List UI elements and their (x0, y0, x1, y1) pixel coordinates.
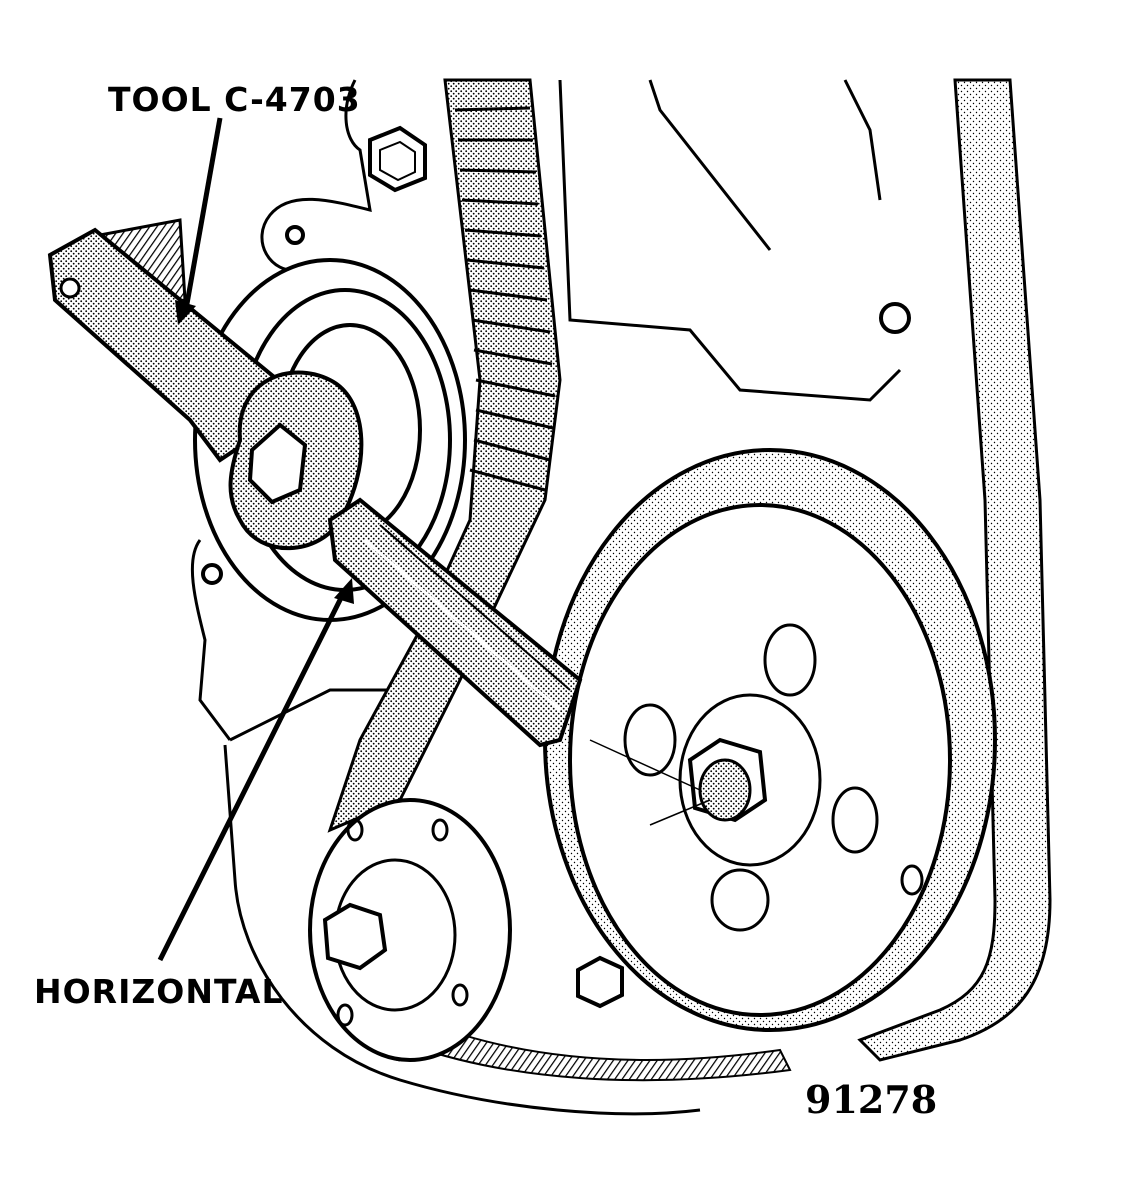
figure-number: 91278 (805, 1077, 938, 1122)
leader-arrowhead-tool (175, 300, 196, 325)
camshaft-sprocket (543, 448, 997, 1032)
horizontal-callout-label: HORIZONTAL (34, 972, 284, 1011)
timing-belt-right (857, 78, 1052, 1062)
leader-arrowhead-horizontal (334, 578, 354, 604)
lower-bolt (576, 955, 624, 1009)
timing-belt-teeth (454, 106, 556, 492)
leader-lines (157, 117, 348, 962)
timing-belt-bottom (408, 1018, 792, 1082)
tool-callout-label: TOOL C-4703 (108, 80, 361, 119)
crankshaft-sprocket (308, 798, 512, 1062)
wrench-tool (47, 218, 583, 748)
top-bolt (368, 125, 427, 193)
